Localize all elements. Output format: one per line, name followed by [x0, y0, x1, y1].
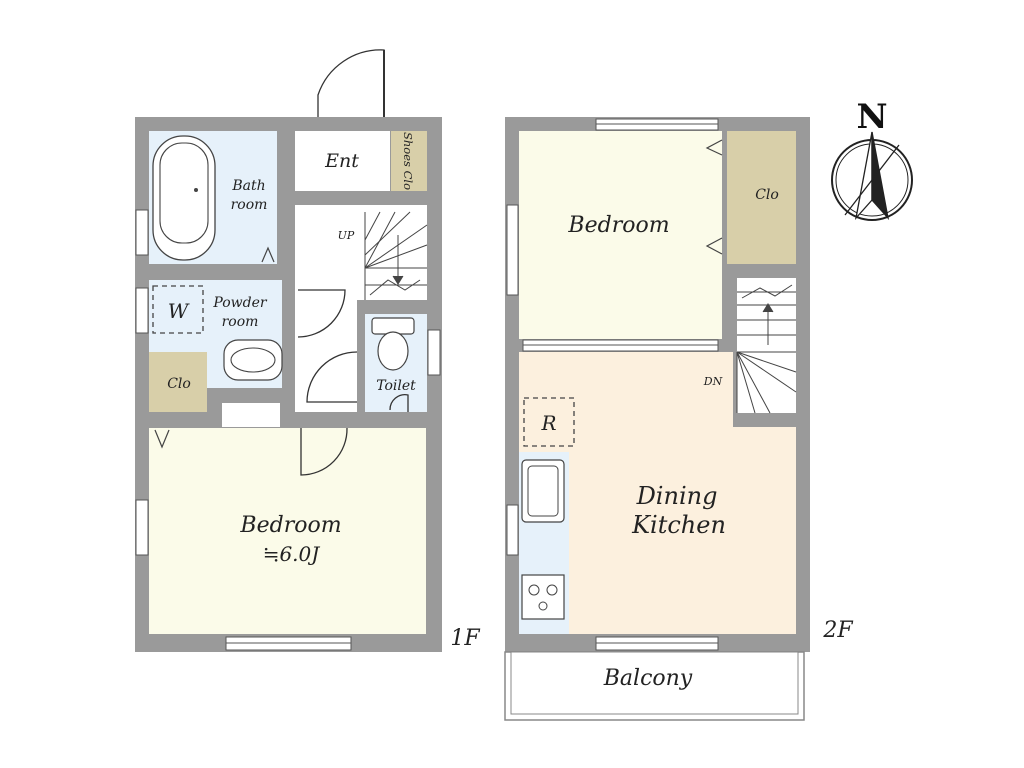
label-bathroom-line1: Bath [231, 178, 265, 194]
label-toilet: Toilet [376, 378, 416, 394]
stove [521, 574, 565, 620]
window-toilet [427, 329, 441, 376]
window-kitchen [506, 504, 519, 556]
stair-area-2f [737, 278, 796, 413]
bedroom-area-2f [519, 131, 722, 339]
window-bedroom-west [135, 499, 149, 556]
toilet-fixture [371, 317, 415, 371]
shelf-area-1f [222, 403, 280, 427]
closet-door-mark-2f-a [705, 139, 723, 156]
powder-door [297, 289, 346, 338]
kitchen-sink [521, 459, 565, 523]
compass-north-label: N [856, 97, 887, 137]
label-down: DN [703, 375, 723, 388]
entrance-door [317, 49, 385, 117]
powder-sink [223, 339, 283, 381]
label-dining-line2: Kitchen [631, 511, 726, 539]
floor-2f [504, 117, 810, 721]
north-compass: N [831, 97, 913, 221]
bathtub [152, 135, 216, 261]
label-dining-line1: Dining [636, 482, 718, 510]
closet-door-mark-1f [154, 429, 170, 449]
label-closet-1f: Clo [167, 376, 191, 392]
label-floor-2f: 2F [822, 618, 853, 643]
label-bedroom-2f: Bedroom [567, 213, 669, 238]
label-bedroom-1f-size: ≒6.0J [263, 542, 321, 566]
bedroom-area-1f [149, 428, 426, 634]
label-powder-line1: Powder [212, 295, 268, 311]
label-refrigerator: R [540, 411, 556, 435]
label-bathroom-line2: room [231, 197, 268, 213]
floor-1f [135, 49, 442, 652]
staircase-1f [364, 211, 428, 300]
toilet-door [389, 394, 409, 412]
closet-area-2f [727, 131, 796, 264]
label-shoes-closet: Shoes Clo [401, 132, 415, 190]
entrance-area [295, 131, 390, 191]
bedroom-door-1f [300, 427, 348, 476]
shoes-closet-area [391, 131, 427, 191]
labels: Ent Shoes Clo Bath room UP W Powder room… [167, 132, 853, 691]
label-bedroom-1f: Bedroom [239, 513, 341, 538]
hall-door [306, 351, 358, 403]
hall-area-1f [295, 282, 357, 412]
dining-kitchen-area [519, 352, 796, 634]
balcony-rail [510, 651, 799, 715]
window-bath [135, 209, 149, 256]
closet-area-1f [149, 352, 207, 412]
window-powder [135, 287, 149, 334]
label-entrance: Ent [324, 150, 359, 172]
closet-door-mark-2f-b [705, 237, 723, 255]
label-powder-line2: room [222, 314, 259, 330]
label-floor-1f: 1F [450, 626, 480, 651]
bath-door-mark [261, 246, 275, 263]
label-up: UP [338, 229, 355, 242]
label-closet-2f: Clo [755, 187, 779, 203]
staircase-2f [736, 284, 797, 414]
window-bedroom-2f-west [506, 204, 519, 296]
label-washer: W [168, 299, 190, 323]
compass-needle-right-icon [871, 131, 890, 221]
refrigerator-space [523, 397, 575, 447]
washer-space [152, 285, 204, 334]
label-balcony: Balcony [603, 666, 693, 691]
